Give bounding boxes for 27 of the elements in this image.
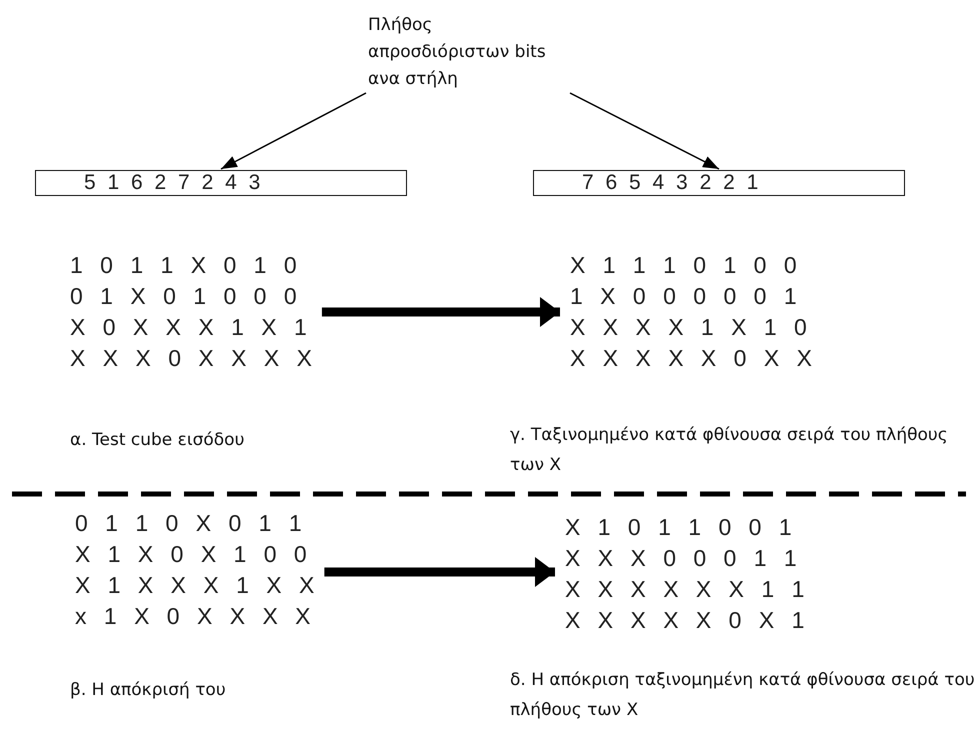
matrix-row-text: 1 0 1 1 X 0 1 0 <box>70 251 298 280</box>
matrix-row-text: X 1 0 1 1 0 0 1 <box>565 513 793 542</box>
node-label: γ. Ταξινομημένο κατά φθίνουσα σειρά του πλήθους των X <box>510 424 949 477</box>
arrow <box>570 92 720 170</box>
matrix-row-text: X X X X 1 X 1 0 <box>570 313 808 342</box>
matrix-row-text: X 1 X 0 X 1 0 0 <box>75 540 308 569</box>
node-label: α. Test cube εισόδου <box>70 429 246 452</box>
matrix-row-text: X X X X X 0 X 1 <box>565 606 804 635</box>
arrow <box>322 297 560 327</box>
count-bar: 5 1 6 2 7 2 4 3 <box>35 170 407 196</box>
annotation-text: Πλήθος απροσδιόριστων bits ανα στήλη <box>368 12 568 93</box>
matrix-row-text: X X X 0 0 0 1 1 <box>565 544 798 573</box>
matrix-row-text: X X X X X 0 X X <box>570 344 812 373</box>
matrix-row-text: X 1 X X X 1 X X <box>75 571 314 600</box>
arrow <box>324 557 555 587</box>
matrix-row-text: X 0 X X X 1 X 1 <box>70 313 308 342</box>
matrix-row-text: X X X X X X 1 1 <box>565 575 804 604</box>
matrix-row-text: X X X 0 X X X X <box>70 344 312 373</box>
matrix-row-text: X 1 1 1 0 1 0 0 <box>570 251 798 280</box>
matrix-row-text: 0 1 1 0 X 0 1 1 <box>75 509 303 538</box>
matrix-row-text: 1 X 0 0 0 0 0 1 <box>570 282 798 311</box>
node-label: β. Η απόκρισή του <box>70 679 227 702</box>
matrix-row-text: 0 1 X 0 1 0 0 0 <box>70 282 298 311</box>
node-label: δ. Η απόκριση ταξινομημένη κατά φθίνουσα σειρά του πλήθους των X <box>510 669 976 722</box>
matrix-row-text: x 1 X 0 X X X X <box>75 602 312 631</box>
count-bar: 7 6 5 4 3 2 2 1 <box>533 170 905 196</box>
arrow <box>220 92 366 170</box>
